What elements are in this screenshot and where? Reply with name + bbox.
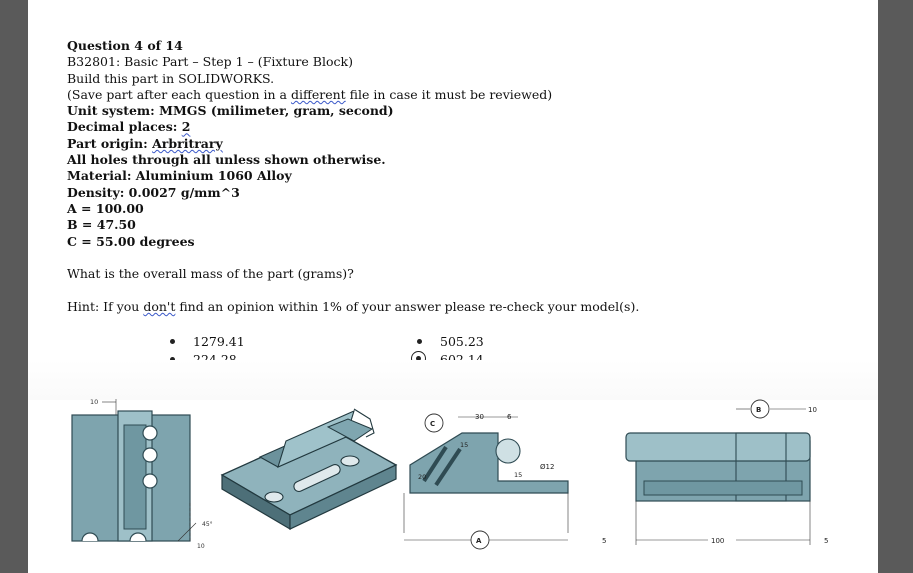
unit-system: Unit system: MMGS (milimeter, gram, seco… <box>67 103 394 119</box>
part-title: B32801: Basic Part – Step 1 – (Fixture B… <box>67 54 353 70</box>
dim-label: 45° <box>202 521 213 528</box>
build-instruction: Build this part in SOLIDWORKS. <box>67 70 275 86</box>
part-origin: Part origin: Arbritrary <box>67 135 223 151</box>
question-details: Question 4 of 14 B32801: Basic Part – St… <box>67 38 847 250</box>
top-view-drawing: B 10 100 5 5 <box>602 399 828 545</box>
dim-label: 10 <box>197 543 205 550</box>
decimal-places: Decimal places: 2 <box>67 119 191 135</box>
param-a: A = 100.00 <box>67 200 144 216</box>
dim-label: 6 <box>507 413 512 421</box>
param-c: C = 55.00 degrees <box>67 233 195 249</box>
dim-label: 15 <box>514 471 522 479</box>
side-view-drawing: C 30 6 15 20 Ø12 15 A <box>403 413 569 550</box>
part-drawings: 10 45° 10 <box>71 398 828 550</box>
isometric-view-drawing <box>220 408 398 531</box>
question-number: Question 4 of 14 <box>67 38 183 53</box>
density: Density: 0.0027 g/mm^3 <box>67 184 240 200</box>
dim-label: 5 <box>824 537 828 545</box>
dim-label: 20 <box>418 473 426 481</box>
answer-option-1[interactable]: 1279.41 <box>170 334 245 349</box>
question-text: What is the overall mass of the part (gr… <box>67 266 354 281</box>
dim-label: 30 <box>475 413 484 421</box>
front-view-drawing: 10 45° 10 <box>71 398 213 550</box>
dim-label: 100 <box>711 537 724 545</box>
holes-note: All holes through all unless shown other… <box>67 152 386 168</box>
callout-b: B <box>756 406 761 414</box>
page-shade <box>28 360 878 400</box>
param-b: B = 47.50 <box>67 217 136 233</box>
save-instruction: (Save part after each question in a diff… <box>67 86 553 102</box>
material: Material: Aluminium 1060 Alloy <box>67 168 292 184</box>
answer-option-3[interactable]: 505.23 <box>417 334 484 349</box>
callout-a: A <box>476 537 482 545</box>
document-page: Question 4 of 14 B32801: Basic Part – St… <box>28 0 878 573</box>
dim-label: 10 <box>90 398 98 406</box>
callout-c: C <box>430 420 435 428</box>
dim-label: 5 <box>602 537 606 545</box>
hint-text: Hint: If you don't find an opinion withi… <box>67 299 640 314</box>
dim-label: Ø12 <box>540 463 554 471</box>
dim-label: 15 <box>460 441 468 449</box>
dim-label: 10 <box>808 406 817 414</box>
